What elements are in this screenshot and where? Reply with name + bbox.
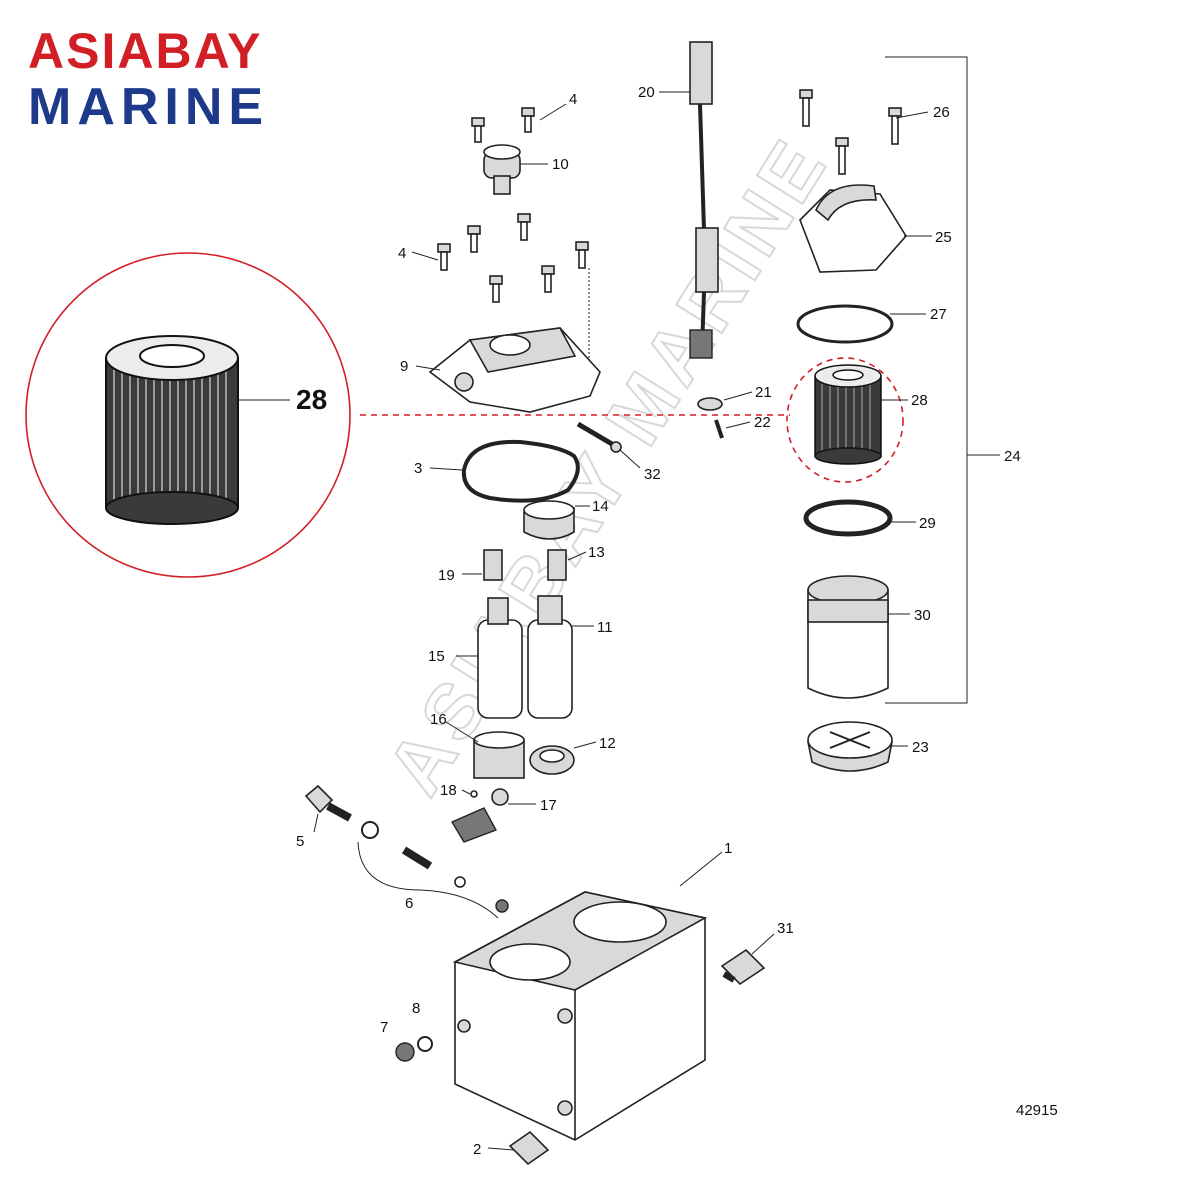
- callout-17: 17: [540, 797, 557, 814]
- figure-number: 42915: [1016, 1102, 1058, 1119]
- screw-icon: [437, 107, 589, 303]
- pump-housing-icon: [452, 891, 708, 1141]
- callout-32: 32: [644, 466, 661, 483]
- brand-line1: ASIABAY: [28, 23, 262, 79]
- callout-26: 26: [933, 104, 950, 121]
- filter-element-enlarged-icon: [105, 335, 239, 525]
- fitting-2-icon: [508, 1130, 550, 1166]
- washer-21-icon: [697, 397, 723, 411]
- callout-31: 31: [777, 920, 794, 937]
- screw-26-icon: [799, 89, 902, 175]
- pump-cushion-icon: [523, 500, 575, 540]
- pump-sleeve-16-icon: [473, 731, 525, 779]
- callout-2: 2: [473, 1141, 481, 1158]
- callout-18: 18: [440, 782, 457, 799]
- fuel-pump-15-icon: [477, 597, 523, 719]
- filter-screen-17-icon: [450, 788, 509, 843]
- pressure-regulator-icon: [483, 144, 521, 195]
- highlight-ring: [786, 357, 904, 483]
- callout-12: 12: [599, 735, 616, 752]
- ball-18-icon: [470, 790, 478, 798]
- watermark: ASIABAY MARINE: [369, 120, 846, 810]
- sleeve-19-icon: [483, 549, 503, 581]
- callout-29: 29: [919, 515, 936, 532]
- sleeve-13-icon: [547, 549, 567, 581]
- callout-27: 27: [930, 306, 947, 323]
- callout-23: 23: [912, 739, 929, 756]
- brand-line2: MARINE: [28, 78, 269, 136]
- callout-6: 6: [405, 895, 413, 912]
- grommet-12-icon: [529, 745, 575, 775]
- callout-4a: 4: [569, 91, 577, 108]
- callout-labels: 1 2 3 4 4 5 6 7 8 9 10 11 12 13 14 15 16…: [296, 84, 1021, 1158]
- callout-8: 8: [412, 1000, 420, 1017]
- callout-22: 22: [754, 414, 771, 431]
- o-ring-27-icon: [796, 304, 894, 344]
- callout-15: 15: [428, 648, 445, 665]
- callout-20: 20: [638, 84, 655, 101]
- callout-13: 13: [588, 544, 605, 561]
- fuel-pump-11-icon: [527, 595, 573, 719]
- bowl-retainer-icon: [807, 721, 893, 772]
- wiring-harness-icon: [689, 41, 719, 359]
- callout-14: 14: [592, 498, 609, 515]
- callout-11: 11: [597, 619, 613, 636]
- callout-4b: 4: [398, 245, 406, 262]
- callout-21: 21: [755, 384, 772, 401]
- plug-7-icon: [395, 1042, 415, 1062]
- check-valve-kit-icon: [357, 821, 509, 919]
- callout-24: 24: [1004, 448, 1021, 465]
- filter-bowl-icon: [807, 575, 889, 699]
- zoom-detail: 28: [25, 252, 351, 578]
- pump-cover-icon: [428, 327, 601, 413]
- screw-32-icon: [576, 421, 622, 453]
- callout-19: 19: [438, 567, 455, 584]
- brand-logo: ASIABAY MARINE: [28, 23, 269, 136]
- callout-16: 16: [430, 711, 447, 728]
- fitting-31-icon: [720, 948, 766, 986]
- fitting-5-icon: [304, 784, 352, 822]
- screw-22-icon: [714, 419, 724, 439]
- callout-28-enlarged: 28: [296, 384, 327, 415]
- callout-1: 1: [724, 840, 732, 857]
- o-ring-29-icon: [803, 499, 893, 537]
- filter-element-icon: [814, 364, 882, 465]
- cover-gasket-icon: [461, 439, 580, 503]
- callout-3: 3: [414, 460, 422, 477]
- callout-30: 30: [914, 607, 931, 624]
- seal-8-icon: [417, 1036, 433, 1052]
- callout-28: 28: [911, 392, 928, 409]
- callout-10: 10: [552, 156, 569, 173]
- leader-lines: [313, 91, 932, 1151]
- watermark-text: ASIABAY MARINE: [370, 121, 845, 809]
- callout-5: 5: [296, 833, 304, 850]
- assembly-bracket-24: [885, 56, 1000, 704]
- callout-25: 25: [935, 229, 952, 246]
- filter-cap-handle-icon: [799, 184, 907, 273]
- callout-9: 9: [400, 358, 408, 375]
- callout-7: 7: [380, 1019, 388, 1036]
